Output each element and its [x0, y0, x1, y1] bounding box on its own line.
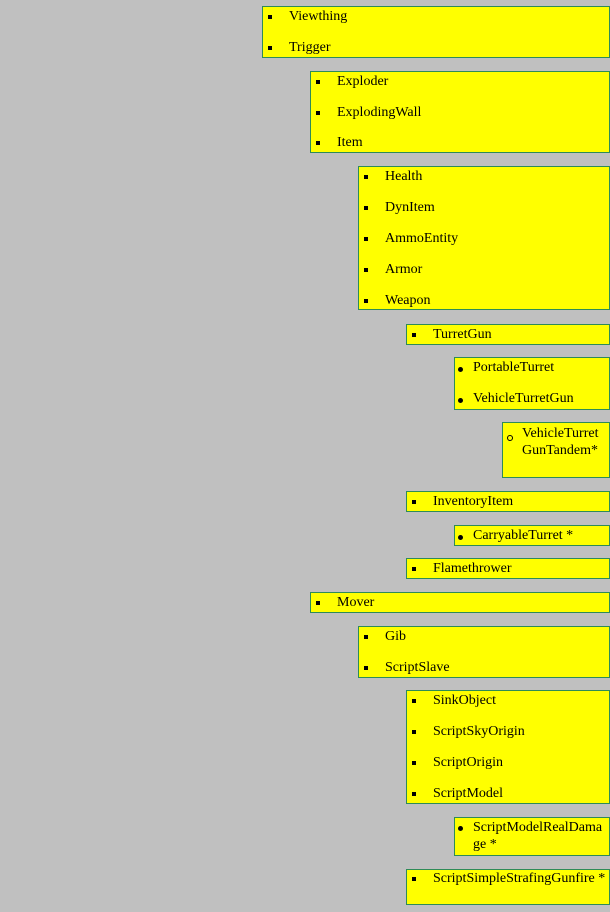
class-box-viewthing-group: Viewthing Trigger: [262, 6, 610, 58]
square-bullet-icon: [412, 761, 416, 765]
list-item-mover: Mover: [311, 595, 609, 611]
list-item-explodingwall: ExplodingWall: [311, 105, 609, 121]
disc-bullet-icon: [458, 398, 463, 403]
class-box-inventoryitem: InventoryItem: [406, 491, 610, 512]
class-box-mover-children: Gib ScriptSlave: [358, 626, 610, 678]
square-bullet-icon: [316, 80, 320, 84]
list-item-scriptsimplestrafinggunfire: ScriptSimpleStrafingGunfire *: [407, 871, 609, 905]
list-item-viewthing: Viewthing: [263, 9, 609, 25]
class-name: ScriptSlave: [385, 660, 450, 675]
class-name: DynItem: [385, 200, 435, 215]
list-item-dynitem: DynItem: [359, 200, 609, 216]
disc-bullet-icon: [458, 367, 463, 372]
list-item-vehicleturretguntandem: VehicleTurretGunTandem*: [503, 425, 609, 477]
class-box-scriptslave-children: SinkObject ScriptSkyOrigin ScriptOrigin …: [406, 690, 610, 804]
square-bullet-icon: [364, 268, 368, 272]
square-bullet-icon: [364, 666, 368, 670]
list-item-armor: Armor: [359, 262, 609, 278]
class-box-item-children: Health DynItem AmmoEntity Armor Weapon: [358, 166, 610, 310]
square-bullet-icon: [412, 500, 416, 504]
class-box-vehicleturretguntandem: VehicleTurretGunTandem*: [502, 422, 610, 478]
class-box-scriptmodelrealdamage: ScriptModelRealDamage *: [454, 817, 610, 856]
class-box-exploder-group: Exploder ExplodingWall Item: [310, 71, 610, 153]
class-box-mover: Mover: [310, 592, 610, 613]
class-name: InventoryItem: [433, 494, 514, 509]
square-bullet-icon: [412, 792, 416, 796]
class-name: VehicleTurretGun: [473, 391, 574, 406]
class-name: ScriptSkyOrigin: [433, 724, 525, 739]
class-name: SinkObject: [433, 693, 496, 708]
list-item-scriptorigin: ScriptOrigin: [407, 755, 609, 771]
list-item-health: Health: [359, 169, 609, 185]
list-item-gib: Gib: [359, 629, 609, 645]
class-name: Item: [337, 135, 363, 150]
class-box-turretgun-children: PortableTurret VehicleTurretGun: [454, 357, 610, 410]
class-name: Weapon: [385, 293, 431, 308]
list-item-scriptskyorigin: ScriptSkyOrigin: [407, 724, 609, 740]
square-bullet-icon: [316, 111, 320, 115]
square-bullet-icon: [364, 206, 368, 210]
class-box-turretgun: TurretGun: [406, 324, 610, 345]
list-item-sinkobject: SinkObject: [407, 693, 609, 709]
class-name: ScriptModel: [433, 786, 503, 801]
list-item-turretgun: TurretGun: [407, 327, 609, 343]
list-item-inventoryitem: InventoryItem: [407, 494, 609, 510]
list-item-scriptmodelrealdamage: ScriptModelRealDamage *: [455, 819, 609, 855]
class-name: Gib: [385, 629, 406, 644]
list-item-trigger: Trigger: [263, 40, 609, 56]
square-bullet-icon: [364, 299, 368, 303]
class-name: Health: [385, 169, 423, 184]
class-name: TurretGun: [433, 327, 492, 342]
class-box-carryableturret: CarryableTurret *: [454, 525, 610, 546]
class-name: ScriptModelRealDamage *: [473, 820, 603, 852]
list-item-scriptslave: ScriptSlave: [359, 660, 609, 676]
class-name: Exploder: [337, 74, 389, 89]
class-name: PortableTurret: [473, 360, 555, 375]
class-name: Flamethrower: [433, 561, 512, 576]
list-item-scriptmodel: ScriptModel: [407, 786, 609, 802]
list-item-flamethrower: Flamethrower: [407, 561, 609, 577]
class-box-flamethrower: Flamethrower: [406, 558, 610, 579]
list-item-weapon: Weapon: [359, 293, 609, 309]
class-box-scriptsimplestrafinggunfire: ScriptSimpleStrafingGunfire *: [406, 869, 610, 905]
square-bullet-icon: [412, 699, 416, 703]
circle-bullet-icon: [507, 435, 513, 441]
square-bullet-icon: [364, 175, 368, 179]
list-item-ammoentity: AmmoEntity: [359, 231, 609, 247]
list-item-exploder: Exploder: [311, 74, 609, 90]
disc-bullet-icon: [458, 535, 463, 540]
class-name: Mover: [337, 595, 375, 610]
square-bullet-icon: [316, 601, 320, 605]
square-bullet-icon: [412, 730, 416, 734]
class-name: ScriptOrigin: [433, 755, 503, 770]
square-bullet-icon: [316, 141, 320, 145]
class-name: Viewthing: [289, 9, 348, 24]
class-name: Armor: [385, 262, 423, 277]
class-name: VehicleTurretGunTandem*: [522, 426, 599, 458]
list-item-carryableturret: CarryableTurret *: [455, 528, 609, 544]
class-name: AmmoEntity: [385, 231, 459, 246]
list-item-portableturret: PortableTurret: [455, 360, 609, 376]
square-bullet-icon: [268, 46, 272, 50]
class-name: ExplodingWall: [337, 105, 422, 120]
square-bullet-icon: [412, 567, 416, 571]
square-bullet-icon: [364, 635, 368, 639]
square-bullet-icon: [412, 877, 416, 881]
list-item-item: Item: [311, 135, 609, 151]
square-bullet-icon: [364, 237, 368, 241]
class-name: Trigger: [289, 40, 331, 55]
class-name: ScriptSimpleStrafingGunfire *: [433, 871, 606, 886]
list-item-vehicleturretgun: VehicleTurretGun: [455, 391, 609, 407]
disc-bullet-icon: [458, 826, 463, 831]
square-bullet-icon: [268, 15, 272, 19]
class-name: CarryableTurret *: [473, 528, 574, 543]
square-bullet-icon: [412, 333, 416, 337]
